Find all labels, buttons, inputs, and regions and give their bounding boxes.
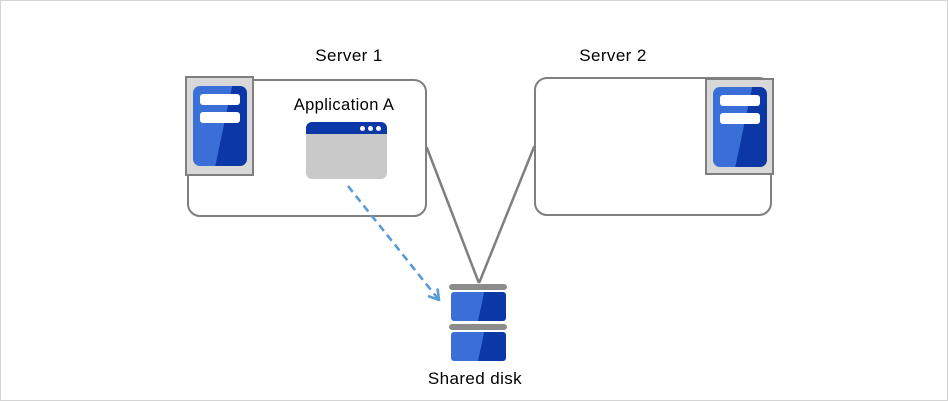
server2-tower-icon: [705, 78, 774, 175]
shared-disk-label: Shared disk: [427, 369, 523, 388]
server-drive-bay: [199, 94, 240, 105]
window-body: [306, 134, 387, 179]
server-drive-bay: [199, 112, 240, 123]
window-titlebar-dot: [368, 125, 373, 131]
window-titlebar-dot: [360, 125, 365, 131]
server-drive-bay: [719, 94, 760, 106]
server1-to-disk-line: [425, 146, 480, 284]
disk-platter-body: [450, 332, 506, 361]
application-window-icon: [306, 122, 387, 179]
application-label: Application A: [293, 96, 395, 114]
server1-label: Server 1: [315, 46, 383, 65]
server-tower-body: [712, 86, 767, 167]
server2-to-disk-line: [478, 145, 536, 284]
server1-tower-icon: [185, 76, 254, 176]
window-titlebar: [306, 122, 387, 134]
shared-disk-icon: [449, 284, 507, 364]
server2-label: Server 2: [579, 46, 647, 65]
disk-platter-top: [449, 284, 507, 290]
server-drive-bay: [719, 112, 760, 124]
window-titlebar-dot: [376, 125, 381, 131]
disk-platter-body: [450, 292, 506, 321]
disk-platter-top: [449, 324, 507, 330]
server-tower-body: [192, 86, 247, 166]
